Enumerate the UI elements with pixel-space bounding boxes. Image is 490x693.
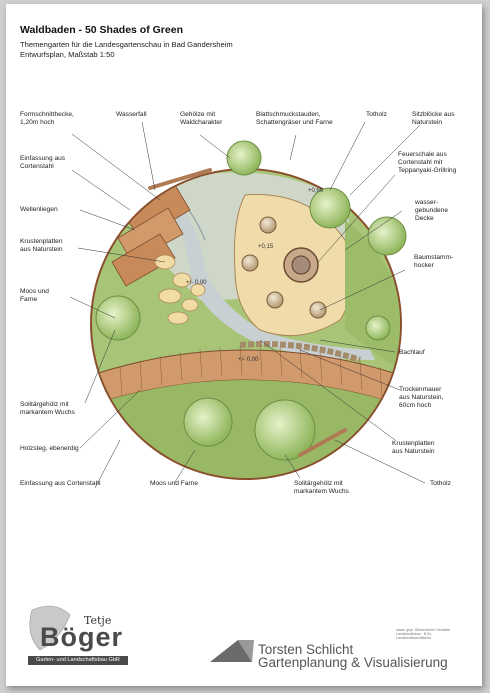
stream: [165, 195, 375, 360]
plan-title: Waldbaden - 50 Shades of Green: [20, 24, 183, 36]
deadwood-bottom: [298, 428, 347, 457]
label-formschnitthecke: Formschnitthecke, 1,20m hoch: [20, 111, 74, 126]
label-wassergebunden: wasser- gebundene Decke: [415, 199, 449, 222]
leader-lines: [69, 121, 426, 489]
label-solitaer-bottom: Solitärgehölz mit markantem Wuchs: [294, 480, 349, 495]
log-stools: [241, 216, 327, 319]
teppanyaki-ring: [291, 255, 311, 275]
shrub-right: [365, 315, 391, 341]
designer-tagline: Gartenplanung & Visualisierung: [258, 655, 448, 670]
label-bachlauf: Bachlauf: [399, 349, 425, 356]
label-krustenplatten-right: Krustenplatten aus Naturstein: [392, 440, 435, 455]
logo-last-name: Böger: [40, 622, 124, 652]
leaf-logo-icon: [29, 605, 71, 651]
label-totholz-bottom: Totholz: [430, 480, 451, 487]
logo-first-name: Tetje: [84, 614, 112, 627]
label-totholz-top: Totholz: [366, 111, 387, 118]
right-logo-mark-side: [238, 640, 254, 662]
label-solitaer-left: Solitärgehölz mit markantem Wuchs: [20, 401, 75, 416]
label-einfassung-bottom: Einfassung aus Cortenstahl: [20, 480, 101, 487]
label-wasserfall: Wasserfall: [116, 111, 147, 118]
elevation-3: +/- 0,00: [186, 280, 207, 286]
label-holzsteg: Holzsteg, ebenerdig: [20, 445, 79, 452]
label-einfassung-top: Einfassung aus Cortenstahl: [20, 155, 66, 170]
label-blattschmuck: Blattschmuckstauden, Schattengräser und …: [256, 111, 333, 126]
tree-top-right: [309, 187, 351, 229]
label-trockenmauer: Trockenmauer aus Naturstein, 60cm hoch: [399, 386, 444, 409]
tree-left: [95, 295, 141, 341]
label-feuerschale: Feuerschale aus Cortenstahl mit Teppanya…: [398, 151, 457, 174]
plan-scale: Entwurfsplan, Maßstab 1:50: [20, 50, 115, 59]
dry-stone-wall: [239, 341, 361, 363]
tree-right: [367, 216, 407, 256]
solitary-tree-2: [254, 399, 316, 461]
label-krustenplatten-left: Krustenplatten aus Naturstein: [20, 238, 63, 253]
elevation-2: +0,15: [258, 244, 274, 250]
designer-small-print: staatl. gepr. Bildnerischer Gestalter La…: [396, 628, 451, 640]
label-moos-bottom: Moos und Farne: [150, 480, 199, 487]
logo-tagline: Garten- und Landschaftsbau GbR: [28, 656, 128, 665]
deadwood-top: [148, 168, 212, 190]
solitary-tree-1: [183, 397, 233, 447]
label-moos-left: Moos und Farne: [20, 288, 49, 303]
wave-loungers: [111, 184, 191, 287]
label-gehoelze: Gehölze mit Waldcharakter: [180, 111, 223, 126]
elevation-1: +0,60: [308, 188, 324, 194]
plan-subtitle: Themengarten für die Landesgartenschau i…: [20, 40, 233, 49]
label-baumstamm: Baumstamm- hocker: [414, 254, 454, 269]
designer-name: Torsten Schlicht: [258, 642, 354, 657]
label-sitzbloecke: Sitzblöcke aus Naturstein: [412, 111, 455, 126]
elevation-4: +/- 0,00: [238, 357, 259, 363]
tree-top-1: [226, 140, 262, 176]
boardwalk-planks: [119, 345, 383, 397]
label-wellenliegen: Wellenliegen: [20, 206, 58, 213]
